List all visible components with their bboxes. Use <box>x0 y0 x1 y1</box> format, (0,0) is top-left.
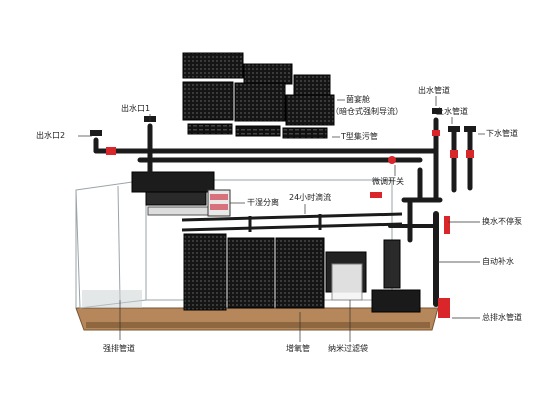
label-nano-filter-bag: 纳米过滤袋 <box>328 344 368 353</box>
label-main-drain-pipe: 总排水管道 <box>482 313 522 322</box>
label-outlet-2: 出水口2 <box>36 131 66 140</box>
sump-frame <box>181 212 403 232</box>
label-bacteria-chamber: 菌宴舱 <box>346 95 370 104</box>
label-forced-drain-pipe: 强排管道 <box>103 344 135 353</box>
label-bacteria-chamber-note: （暗仓式强制导流） <box>331 107 403 116</box>
filter-bins <box>183 233 367 311</box>
label-micro-switch: 微调开关 <box>372 177 404 186</box>
label-outlet-1: 出水口1 <box>121 104 151 113</box>
label-inlet-pipe: 上水管道 <box>436 107 468 116</box>
leader-lines <box>78 96 485 342</box>
label-auto-top-up: 自动补水 <box>482 257 514 266</box>
bacteria-box-stack <box>182 52 335 139</box>
label-non-stop-water-change: 换水不停泵 <box>482 217 522 226</box>
label-drain-pipe: 下水管道 <box>486 129 518 138</box>
pump-block <box>371 239 421 313</box>
overflow-box <box>131 171 215 216</box>
dry-wet-trays <box>207 189 231 217</box>
label-t-sediment-pipe: T型集污管 <box>341 132 378 141</box>
red-accent-fittings <box>106 130 474 318</box>
label-dry-wet-separation: 干湿分离 <box>247 198 279 207</box>
label-drip-24h: 24小时滴流 <box>289 193 332 202</box>
label-oxygen-tube: 增氧管 <box>286 344 310 353</box>
label-outlet-pipe: 出水管道 <box>418 86 450 95</box>
